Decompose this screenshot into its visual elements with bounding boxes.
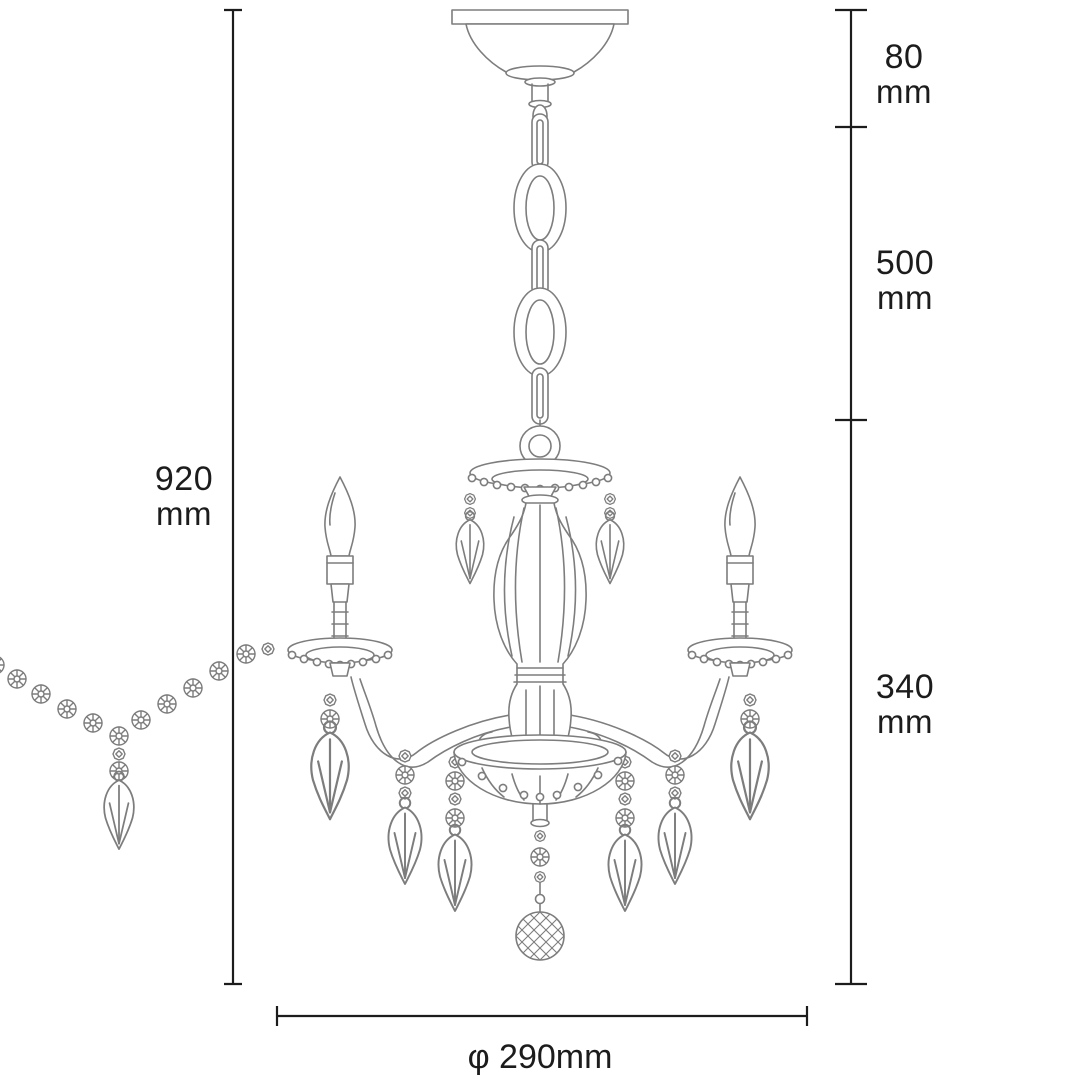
ceiling-canopy	[451, 9, 629, 128]
right-arm	[562, 676, 730, 768]
dim-value: 500	[875, 244, 935, 282]
hanging-chain	[513, 113, 567, 431]
suspension-ring	[519, 425, 561, 467]
dim-value: 80	[884, 38, 924, 76]
dim-label-chain-section: 500 mm	[862, 246, 948, 314]
left-arm	[350, 676, 518, 768]
dim-value: 340	[875, 668, 935, 706]
bottom-finial	[515, 829, 565, 961]
dim-label-overall-height: 920 mm	[142, 462, 226, 530]
right-candle	[688, 477, 792, 676]
faceted-ball	[515, 911, 565, 961]
bottom-bowl	[453, 734, 627, 828]
dim-unit: mm	[877, 278, 933, 316]
dim-line-right	[835, 8, 867, 986]
right-crystal-drops	[607, 693, 771, 913]
left-crystal-drops	[309, 693, 473, 913]
dimension-lines	[224, 8, 867, 1026]
dim-unit: mm	[876, 72, 932, 110]
dim-diameter-text: φ 290mm	[467, 1038, 613, 1076]
dim-label-top-section: 80 mm	[868, 40, 940, 108]
dim-line-bottom	[275, 1006, 809, 1026]
dim-label-diameter: φ 290mm	[420, 1038, 660, 1077]
left-candle	[288, 477, 392, 676]
upper-bobeche	[455, 458, 625, 585]
dim-label-body-section: 340 mm	[862, 670, 948, 738]
dim-unit: mm	[156, 494, 212, 532]
dim-unit: mm	[877, 702, 933, 740]
center-column	[478, 502, 602, 753]
dim-line-left	[224, 8, 242, 986]
dim-value: 920	[154, 460, 214, 498]
